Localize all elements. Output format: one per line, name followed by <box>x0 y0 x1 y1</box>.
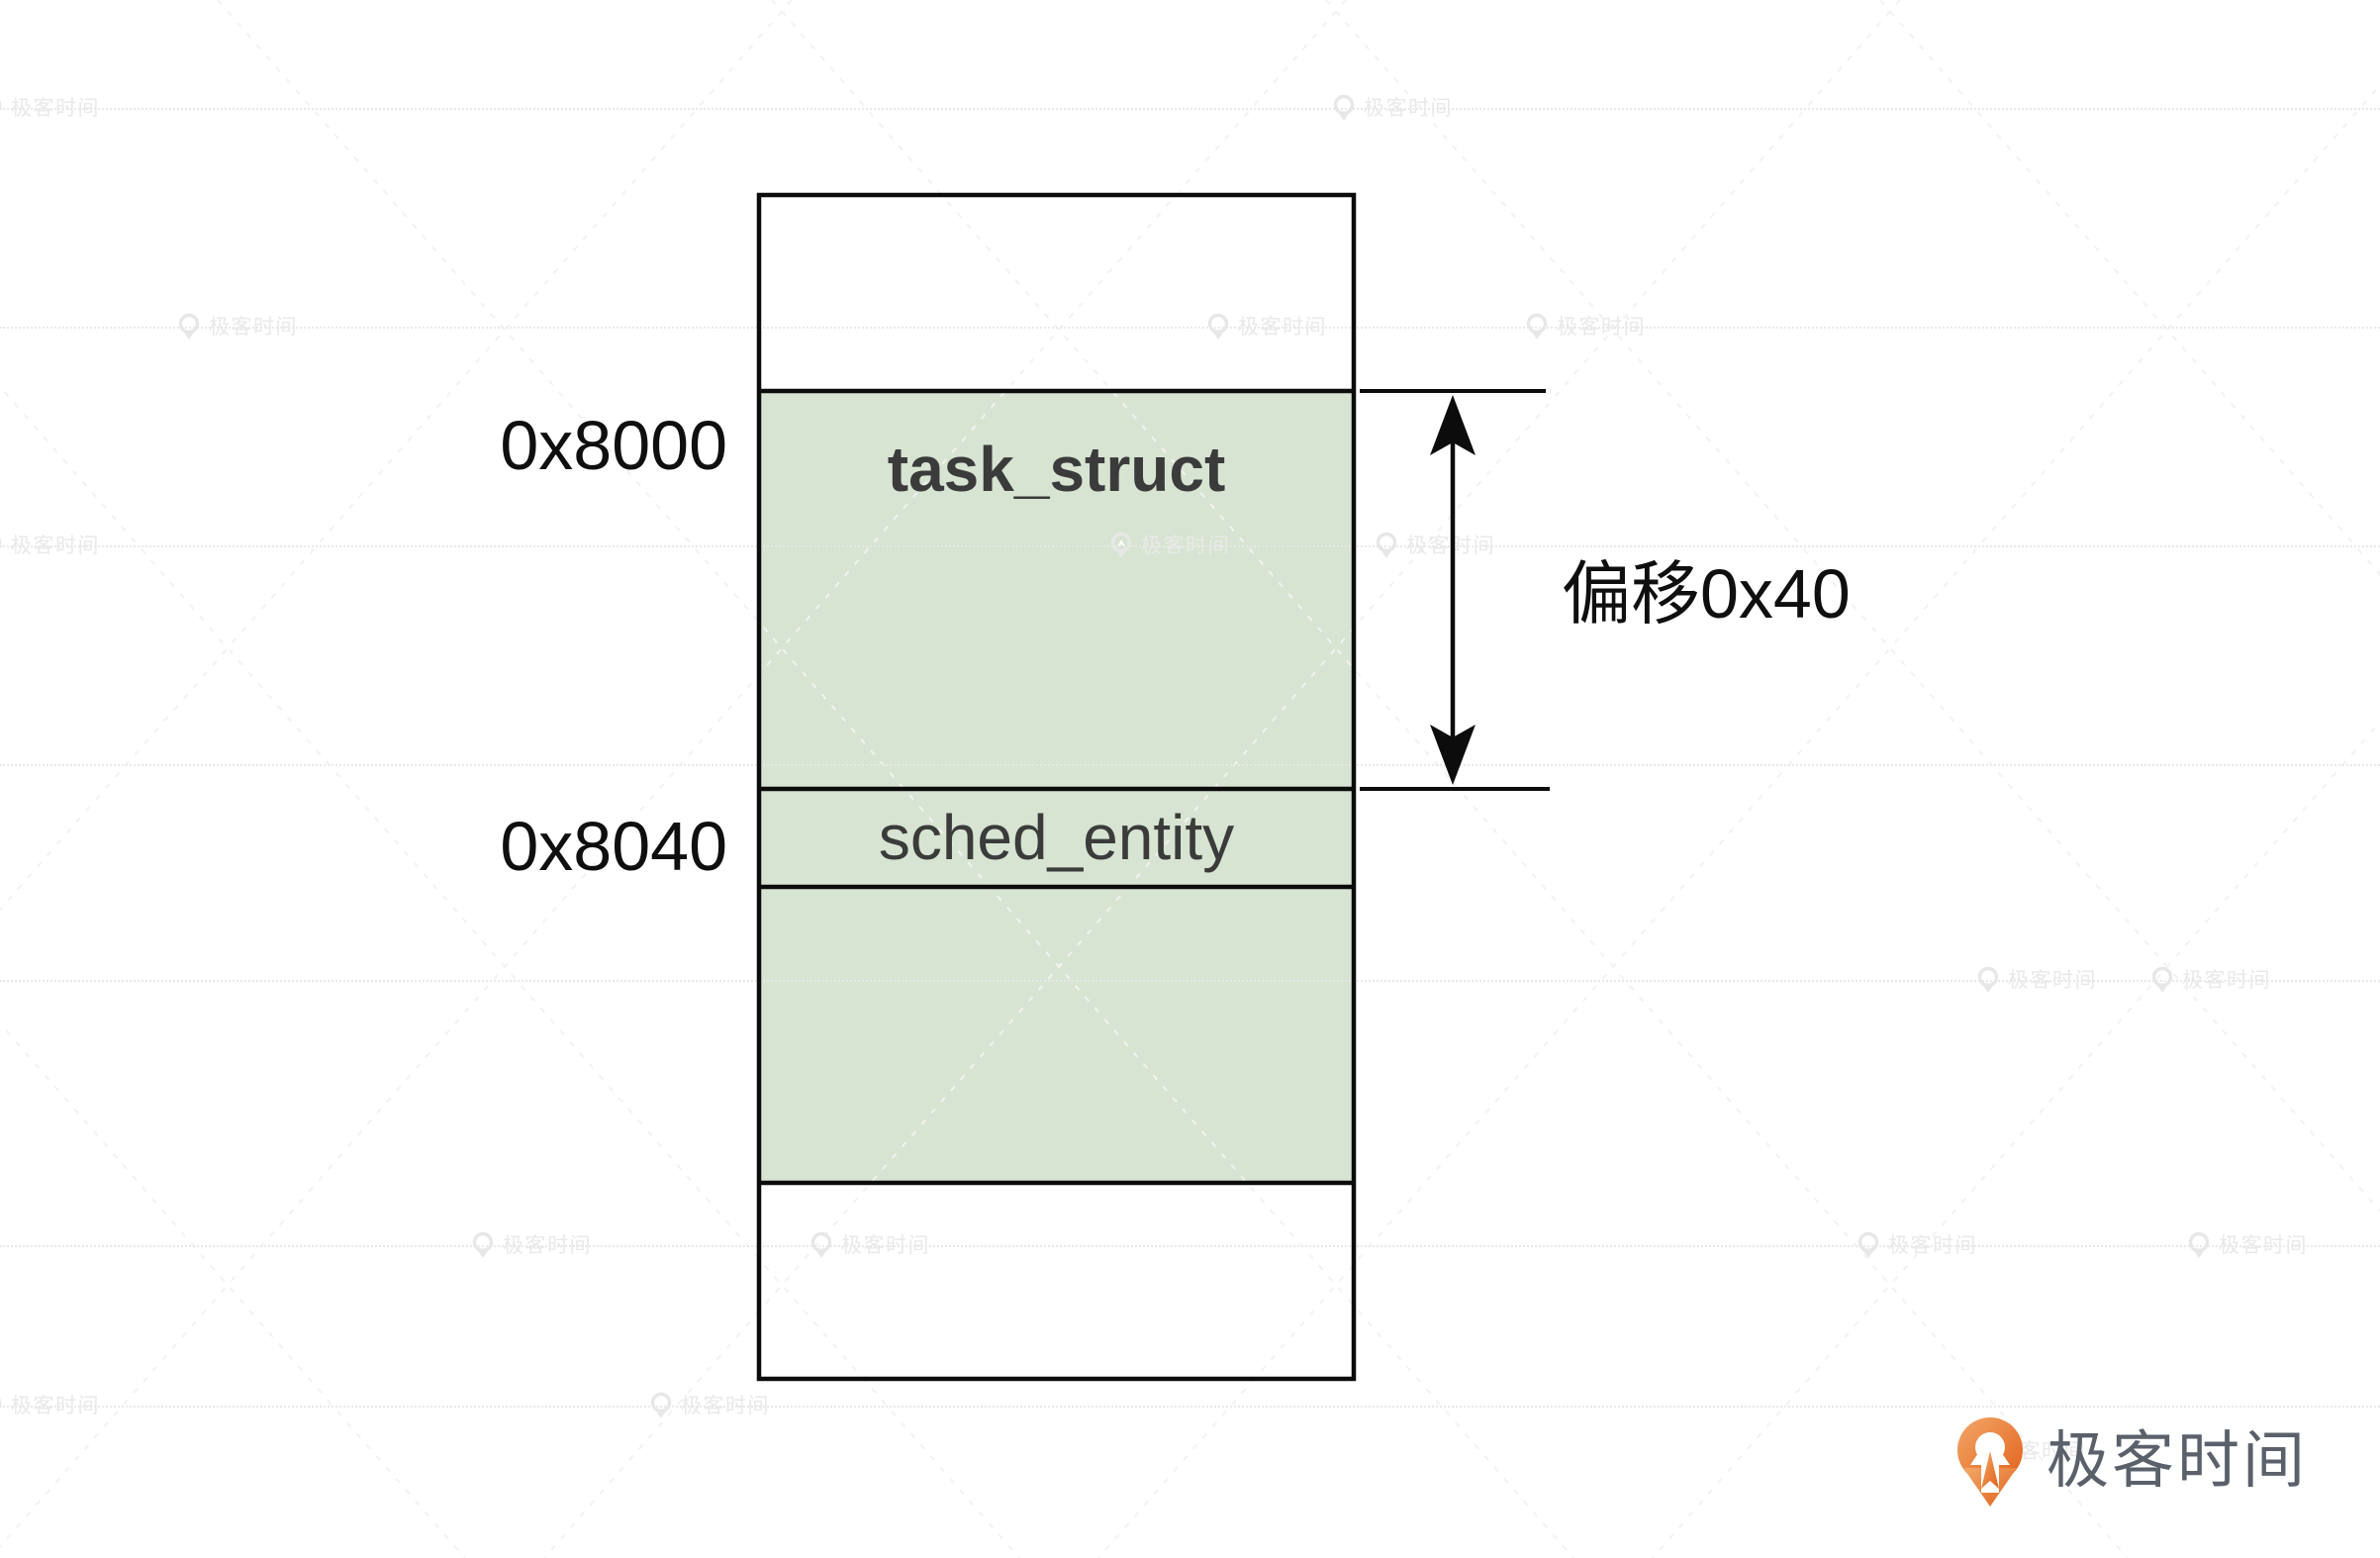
watermark-item: 极客时间 <box>2149 965 2271 995</box>
watermark-dotted-line <box>0 1406 2380 1408</box>
watermark-item: 极客时间 <box>1205 312 1327 341</box>
watermark-text: 极客时间 <box>11 1394 100 1417</box>
watermark-text: 极客时间 <box>1238 315 1327 339</box>
watermark-text: 极客时间 <box>2008 968 2097 992</box>
watermark-item: 极客时间 <box>176 312 298 341</box>
geektime-watermark-logo-icon <box>1526 313 1548 340</box>
address-label-0x8040: 0x8040 <box>500 808 727 885</box>
watermark-item: 极客时间 <box>648 1391 770 1420</box>
geektime-watermark-logo-icon <box>2151 966 2173 993</box>
watermark-text: 极客时间 <box>841 1233 930 1257</box>
watermark-text: 极客时间 <box>681 1394 770 1417</box>
watermark-item: 极客时间 <box>1331 93 1453 123</box>
watermark-item: 极客时间 <box>809 1230 930 1260</box>
watermark-dotted-line <box>0 980 2380 982</box>
offset-annotation-label: 偏移0x40 <box>1562 555 1851 633</box>
watermark-dotted-line <box>0 1245 2380 1247</box>
geektime-watermark-logo-icon <box>1376 532 1397 558</box>
address-label-0x8000: 0x8000 <box>500 407 727 484</box>
watermark-item: 极客时间 <box>0 531 100 560</box>
geektime-watermark-logo-icon <box>1857 1231 1879 1258</box>
task-struct-label: task_struct <box>887 434 1226 505</box>
arrowhead-down-icon <box>1430 725 1476 785</box>
watermark-dotted-line <box>0 545 2380 547</box>
geektime-watermark-logo-icon <box>810 1231 832 1258</box>
watermark-text: 极客时间 <box>1406 534 1495 557</box>
watermark-text: 极客时间 <box>1888 1233 1977 1257</box>
watermark-text: 极客时间 <box>2219 1233 2308 1257</box>
watermark-dotted-line <box>0 327 2380 329</box>
watermark-item: 极客时间 <box>0 1391 100 1420</box>
watermark-item: 极客时间 <box>470 1230 592 1260</box>
watermark-dotted-line <box>0 764 2380 766</box>
geektime-watermark-logo-icon <box>1110 532 1132 558</box>
geektime-watermark-logo-icon <box>1977 966 1999 993</box>
watermark-dotted-line <box>0 108 2380 110</box>
watermark-item: 极客时间 <box>1975 965 2097 995</box>
arrowhead-up-icon <box>1430 395 1476 455</box>
geektime-brand: 极客时间 <box>1952 1413 2308 1509</box>
watermark-item: 极客时间 <box>1108 531 1230 560</box>
watermark-text: 极客时间 <box>11 534 100 557</box>
geektime-brand-text: 极客时间 <box>2047 1426 2308 1496</box>
watermark-text: 极客时间 <box>1364 96 1453 120</box>
geektime-watermark-logo-icon <box>178 313 200 340</box>
geektime-logo-icon <box>1957 1417 2023 1507</box>
geektime-watermark-logo-icon <box>2188 1231 2210 1258</box>
geektime-watermark-logo-icon <box>1333 94 1355 121</box>
watermark-text: 极客时间 <box>209 315 298 339</box>
watermark-item: 极客时间 <box>1524 312 1646 341</box>
watermark-text: 极客时间 <box>11 96 100 120</box>
offset-arrowheads <box>1430 395 1476 785</box>
watermark-text: 极客时间 <box>2182 968 2271 992</box>
sched-entity-label: sched_entity <box>878 802 1235 873</box>
watermark-item: 极客时间 <box>2186 1230 2308 1260</box>
watermark-text: 极客时间 <box>503 1233 592 1257</box>
watermark-item: 极客时间 <box>1856 1230 1977 1260</box>
watermark-item: 极客时间 <box>1374 531 1495 560</box>
watermark-text: 极客时间 <box>1557 315 1646 339</box>
geektime-watermark-logo-icon <box>1207 313 1229 340</box>
watermark-text: 极客时间 <box>1141 534 1230 557</box>
geektime-watermark-logo-icon <box>472 1231 494 1258</box>
watermark-item: 极客时间 <box>0 93 100 123</box>
geektime-watermark-logo-icon <box>650 1392 672 1418</box>
